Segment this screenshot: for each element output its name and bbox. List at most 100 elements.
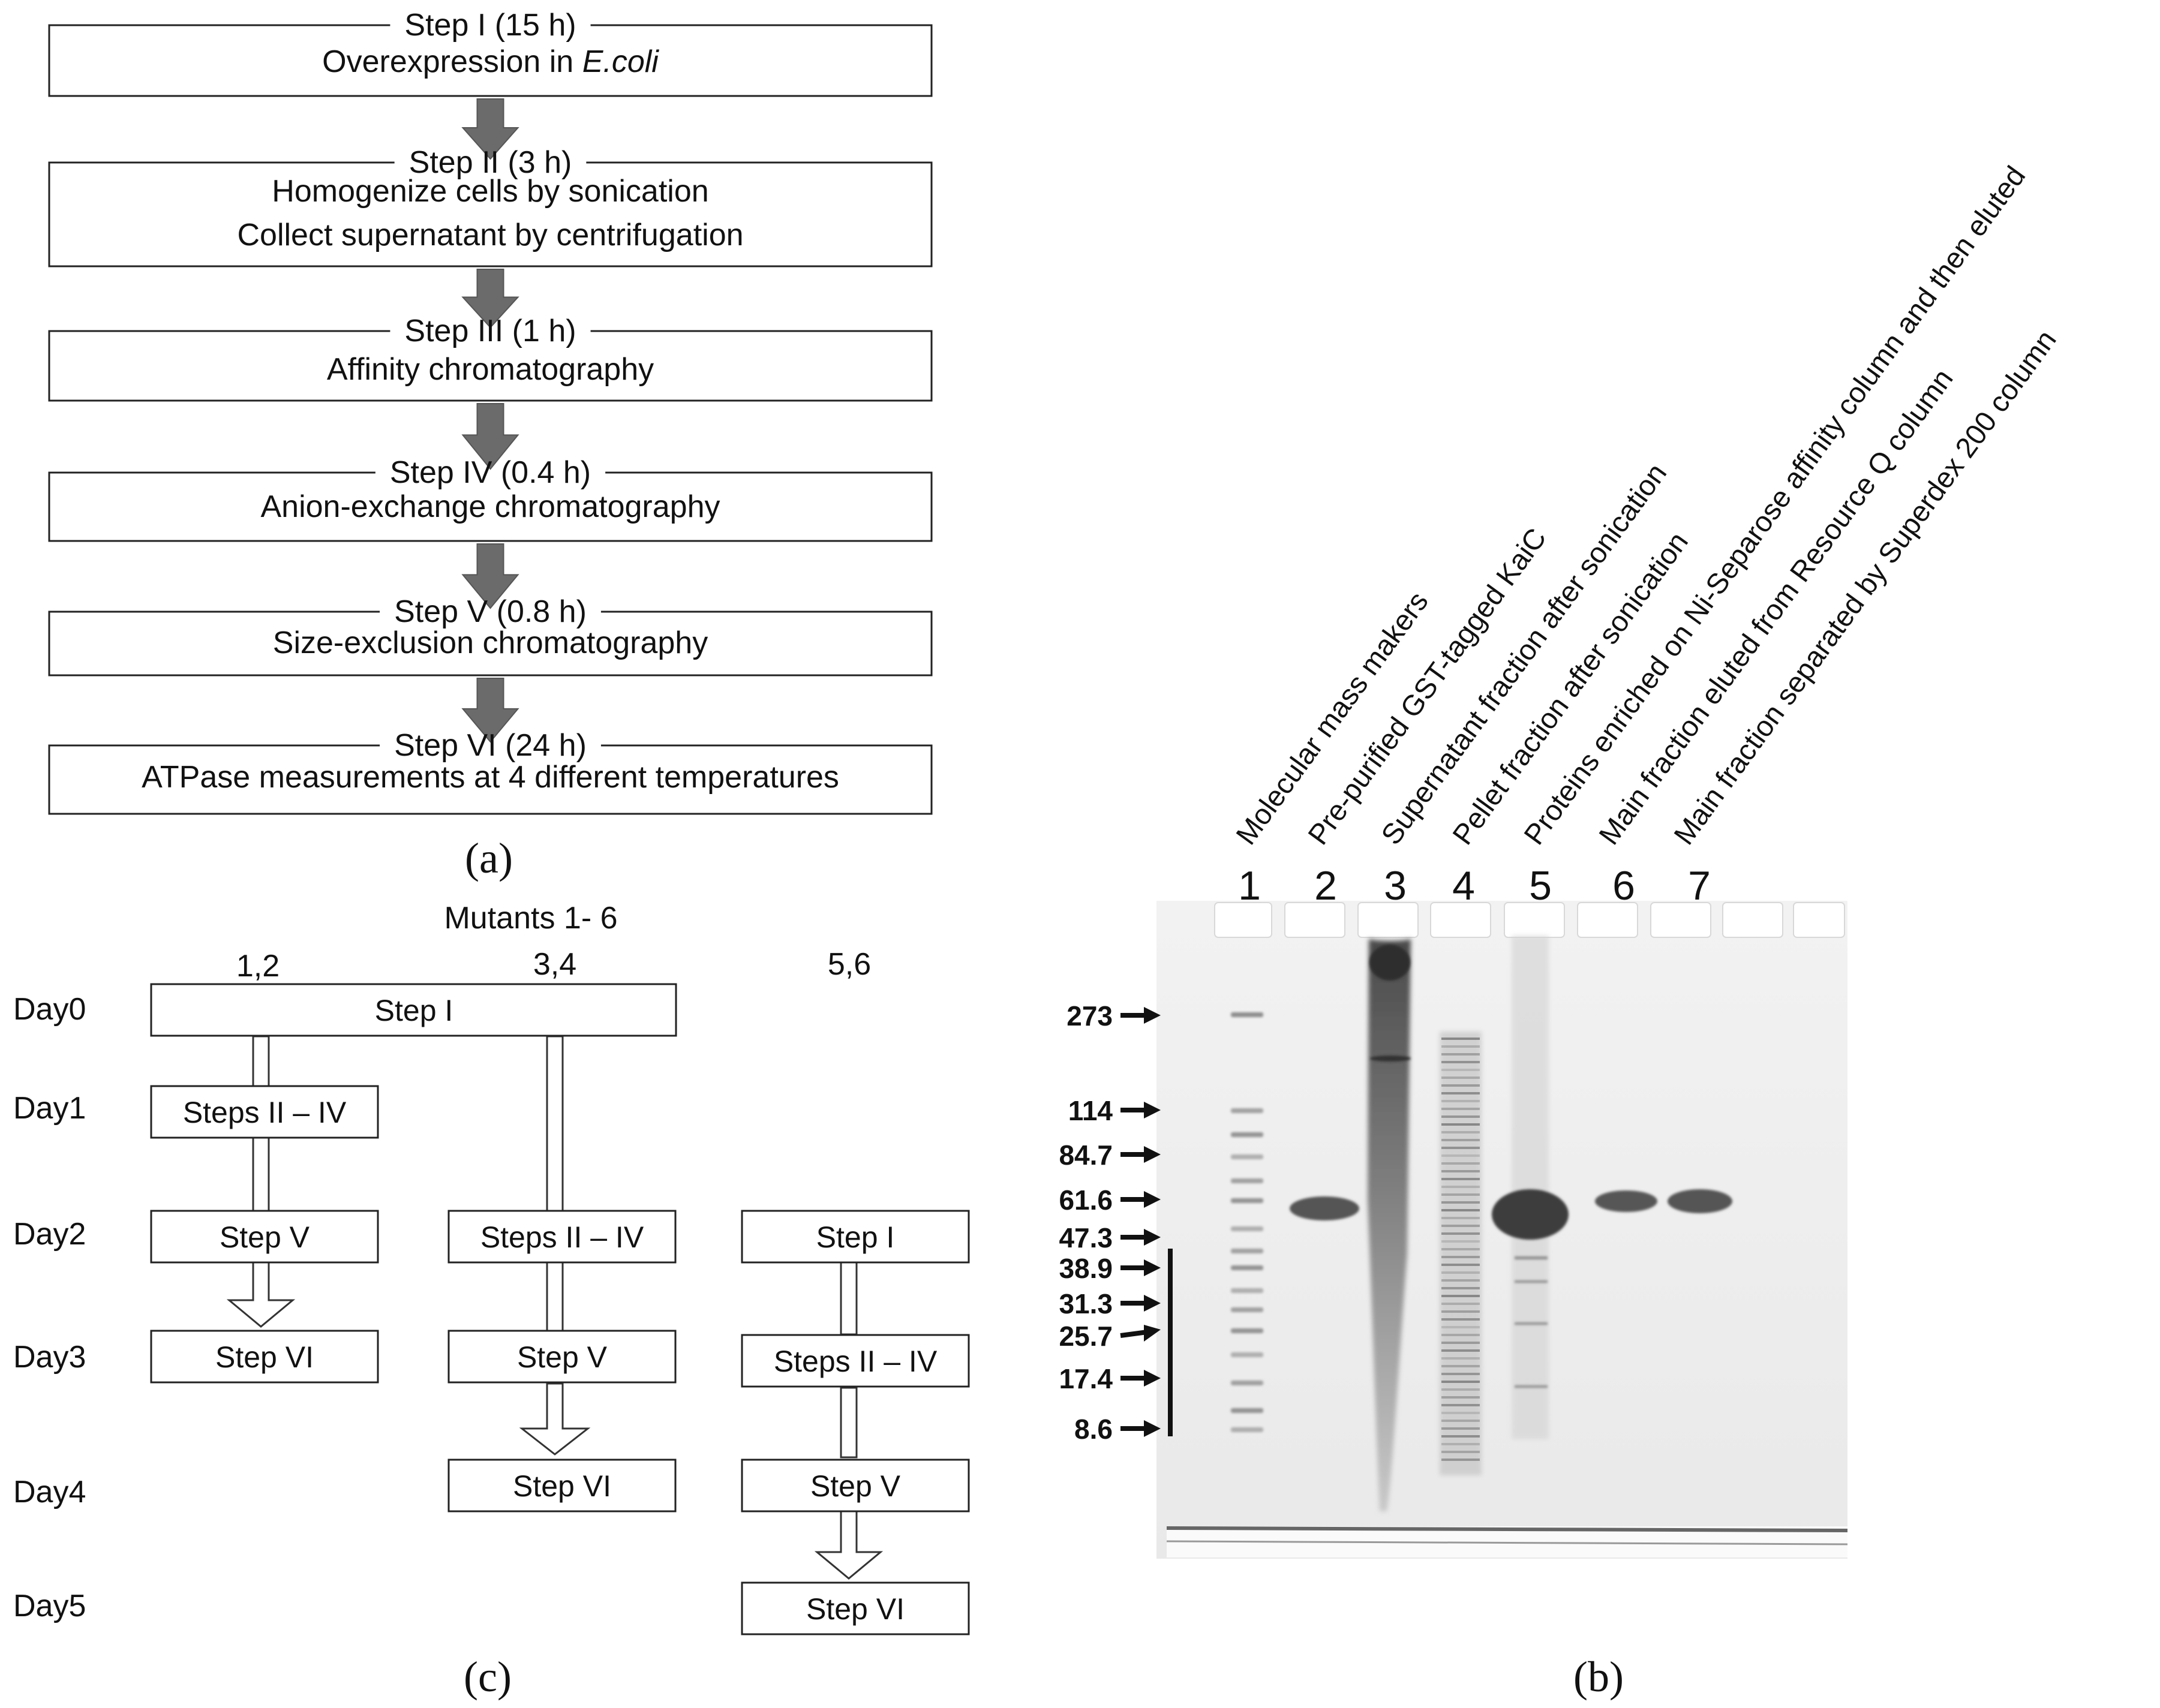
connector-g3-d2-d3 xyxy=(840,1260,858,1336)
mutants-header: Mutants 1- 6 xyxy=(444,901,617,936)
lane-4-band xyxy=(1441,1147,1480,1149)
ladder-band xyxy=(1231,1249,1263,1253)
lane-4-band xyxy=(1441,1388,1480,1391)
marker-label: 38.9 xyxy=(1059,1253,1113,1284)
step-description: Affinity chromatography xyxy=(327,352,654,387)
down-arrow xyxy=(461,269,519,329)
group-label-3-4: 3,4 xyxy=(533,947,576,982)
lane-4-band xyxy=(1441,1365,1480,1367)
panel-c-schedule: Mutants 1- 6 1,2 3,4 5,6 Day0 Day1 Day2 … xyxy=(13,901,970,1635)
marker-label: 114 xyxy=(1068,1095,1113,1126)
lane-4-band xyxy=(1441,1373,1480,1375)
lane-4-band xyxy=(1441,1178,1480,1180)
lane-4-band xyxy=(1441,1053,1480,1056)
step-title: Step V (0.8 h) xyxy=(394,594,587,629)
lane-4-band xyxy=(1441,1193,1480,1196)
ladder-band xyxy=(1231,1307,1263,1312)
lane-4-band xyxy=(1441,1443,1480,1445)
lane-4-band xyxy=(1441,1108,1480,1110)
marker-arrow-head xyxy=(1144,1007,1161,1024)
lane-4-band xyxy=(1441,1420,1480,1422)
lane-4-band xyxy=(1441,1334,1480,1336)
box-g3-d3 xyxy=(741,1334,970,1388)
lane-4-band xyxy=(1441,1295,1480,1297)
ladder-band xyxy=(1231,1178,1263,1183)
gel-wells xyxy=(1214,902,1845,938)
box-text-g2-d4: Step VI xyxy=(513,1469,611,1503)
box-g1-d1 xyxy=(150,1085,379,1139)
box-d0-step-i xyxy=(150,983,677,1037)
marker-arrow-shaft xyxy=(1120,1330,1148,1338)
step-description: Anion-exchange chromatography xyxy=(260,489,720,524)
lane-4-band xyxy=(1441,1232,1480,1235)
marker-arrow-head xyxy=(1144,1259,1161,1276)
lane-4-band xyxy=(1441,1076,1480,1079)
box-g2-d2 xyxy=(447,1210,677,1264)
ladder-band xyxy=(1231,1352,1263,1357)
marker-61.6: 61.6 xyxy=(1059,1184,1161,1216)
marker-arrow-head xyxy=(1144,1229,1161,1246)
ladder-band xyxy=(1231,1226,1263,1231)
lane-4-band xyxy=(1441,1287,1480,1289)
day-label-1: Day1 xyxy=(13,1091,86,1126)
lane-4-band xyxy=(1441,1115,1480,1118)
lane-4-band xyxy=(1441,1318,1480,1321)
lane-4-band xyxy=(1441,1225,1480,1227)
step-title: Step IV (0.4 h) xyxy=(390,455,591,490)
step-frame xyxy=(48,744,933,815)
step-box-4: Step IV (0.4 h)Anion-exchange chromatogr… xyxy=(48,455,933,542)
ladder-band xyxy=(1231,1108,1263,1113)
marker-114: 114 xyxy=(1068,1095,1161,1126)
lane-4-band xyxy=(1441,1412,1480,1414)
lane-4-band xyxy=(1441,1131,1480,1133)
lane-4-smear xyxy=(1440,1032,1482,1475)
step-box-5: Step V (0.8 h)Size-exclusion chromatogra… xyxy=(48,594,933,676)
day-label-3: Day3 xyxy=(13,1340,86,1375)
step-title: Step III (1 h) xyxy=(404,314,576,348)
connector-g1-d1-d2 xyxy=(252,1126,270,1214)
day-label-4: Day4 xyxy=(13,1475,86,1509)
marker-label: 84.7 xyxy=(1059,1139,1113,1171)
box-text-g2-d3: Step V xyxy=(517,1340,608,1374)
box-text-g1-d1: Steps II – IV xyxy=(183,1096,347,1129)
group-label-1-2: 1,2 xyxy=(236,949,280,984)
lane-4-band xyxy=(1441,1459,1480,1461)
lane-4-band xyxy=(1441,1139,1480,1141)
marker-arrow-head xyxy=(1144,1102,1161,1118)
step-frame xyxy=(48,330,933,402)
lane-5-description: Proteins enriched on Ni-Separose affinit… xyxy=(1518,161,2032,851)
marker-273: 273 xyxy=(1067,1000,1161,1032)
step-box-6: Step VI (24 h)ATPase measurements at 4 d… xyxy=(48,728,933,815)
ladder-band xyxy=(1231,1012,1263,1017)
marker-arrow-head xyxy=(1144,1325,1161,1342)
step-title: Step II (3 h) xyxy=(409,145,572,180)
lane-4-band xyxy=(1441,1123,1480,1126)
marker-31.3: 31.3 xyxy=(1059,1288,1161,1319)
lane-4-band xyxy=(1441,1154,1480,1157)
lane-2-band xyxy=(1290,1196,1359,1220)
marker-label: 8.6 xyxy=(1074,1414,1113,1445)
schedule-connectors xyxy=(226,1035,884,1580)
lane-4-band xyxy=(1441,1381,1480,1383)
lane-4-band xyxy=(1441,1186,1480,1188)
lane-4-band xyxy=(1441,1170,1480,1172)
ladder-band xyxy=(1231,1328,1263,1333)
ladder-band xyxy=(1231,1154,1263,1159)
step-description: Homogenize cells by sonication xyxy=(272,174,708,209)
down-arrow xyxy=(461,543,519,609)
step-description: Collect supernatant by centrifugation xyxy=(237,218,743,252)
box-g2-d4 xyxy=(447,1459,677,1512)
panel-c-label: (c) xyxy=(464,1653,512,1701)
box-text-d0: Step I xyxy=(375,994,453,1027)
box-text-g3-d5: Step VI xyxy=(806,1592,905,1626)
hollow-arrow-g1-d2-d3 xyxy=(226,1260,296,1328)
box-g1-d2 xyxy=(150,1210,379,1264)
box-text-g3-d3: Steps II – IV xyxy=(774,1345,938,1378)
lane-4-band xyxy=(1441,1357,1480,1360)
lane-4-band xyxy=(1441,1038,1480,1040)
step-description: Overexpression in E.coli xyxy=(322,44,659,79)
lane-6-band xyxy=(1595,1190,1657,1212)
